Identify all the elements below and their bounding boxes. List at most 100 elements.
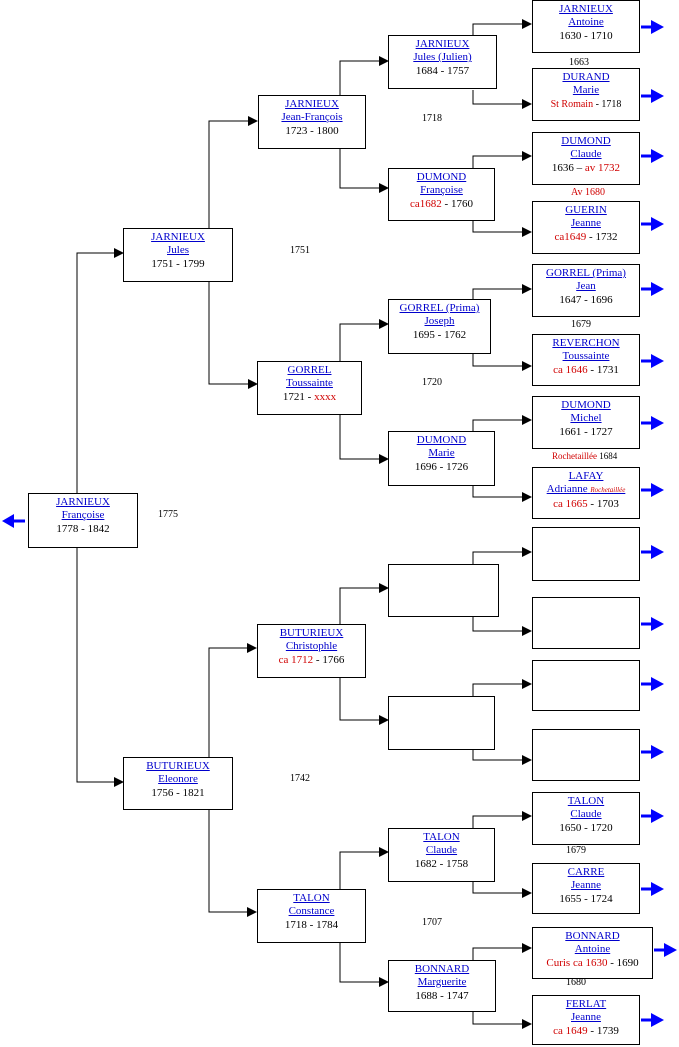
surname-link[interactable]: DUMOND [416,171,467,183]
surname-link[interactable]: DUMOND [561,399,611,411]
surname-link[interactable]: BUTURIEUX [146,760,210,772]
surname-link[interactable]: GORREL (Prima) [546,267,626,279]
person-box-grandparent[interactable]: TALON Constance 1718 - 1784 [257,889,366,943]
person-box-grandparent[interactable]: JARNIEUX Jean-François 1723 - 1800 [258,95,366,149]
surname-link[interactable]: BONNARD [565,930,620,942]
surname-link[interactable]: BUTURIEUX [279,627,344,639]
person-box-great-grandparent[interactable]: TALON Claude 1682 - 1758 [388,828,495,882]
empty-person-box[interactable] [388,564,499,617]
surname-link[interactable]: TALON [567,795,605,807]
right-arrow-icon[interactable] [641,1013,664,1027]
empty-person-box[interactable] [532,527,640,581]
surname-link[interactable]: FERLAT [565,998,607,1010]
given-name-link[interactable]: Jules [167,244,189,256]
right-arrow-icon[interactable] [641,416,664,430]
person-box-father[interactable]: JARNIEUX Jules 1751 - 1799 [123,228,233,282]
person-box-gen4[interactable]: GORREL (Prima) Jean 1647 - 1696 [532,264,640,317]
given-name-link[interactable]: Jules (Julien) [413,51,472,63]
given-name-link[interactable]: Jeanne [571,217,601,229]
right-arrow-icon[interactable] [641,20,664,34]
given-name-link[interactable]: Antoine [568,16,604,28]
right-arrow-icon[interactable] [641,282,664,296]
left-arrow-icon[interactable] [2,514,25,528]
surname-link[interactable]: GUERIN [565,204,607,216]
right-arrow-icon[interactable] [641,354,664,368]
given-name-link[interactable]: Jean [576,280,596,292]
life-dates: 1696 - 1726 [414,461,469,473]
person-box-gen4[interactable]: JARNIEUX Antoine 1630 - 1710 [532,0,640,53]
given-name-link[interactable]: Françoise [61,509,105,521]
given-name-link[interactable]: Marie [572,84,600,96]
person-box-gen4[interactable]: CARRE Jeanne 1655 - 1724 [532,863,640,914]
right-arrow-icon[interactable] [641,545,664,559]
right-arrow-icon[interactable] [641,617,664,631]
right-arrow-icon[interactable] [641,809,664,823]
person-box-gen4[interactable]: LAFAY Adrianne Rochetaillée ca 1665 - 17… [532,467,640,519]
surname-link[interactable]: DUMOND [416,434,467,446]
person-box-great-grandparent[interactable]: JARNIEUX Jules (Julien) 1684 - 1757 [388,35,497,89]
given-name-link[interactable]: Antoine [574,943,611,955]
given-name-link[interactable]: Adrianne Rochetaillée [546,483,626,495]
person-box-gen4[interactable]: DUMOND Michel 1661 - 1727 [532,396,640,449]
surname-link[interactable]: CARRE [567,866,605,878]
person-box-gen4[interactable]: GUERIN Jeanne ca1649 - 1732 [532,201,640,254]
surname-link[interactable]: DURAND [562,71,610,83]
right-arrow-icon[interactable] [654,943,677,957]
person-box-grandparent[interactable]: BUTURIEUX Christophle ca 1712 - 1766 [257,624,366,678]
empty-person-box[interactable] [532,729,640,781]
surname-link[interactable]: LAFAY [568,470,604,482]
given-name-link[interactable]: Jean-François [281,111,343,123]
person-box-gen4[interactable]: DUMOND Claude 1636 – av 1732 [532,132,640,185]
surname-link[interactable]: JARNIEUX [415,38,470,50]
right-arrow-icon[interactable] [641,745,664,759]
empty-person-box[interactable] [388,696,495,750]
given-name-link[interactable]: Michel [570,412,602,424]
surname-link[interactable]: BONNARD [414,963,470,975]
person-box-great-grandparent[interactable]: DUMOND Marie 1696 - 1726 [388,431,495,486]
given-name-link[interactable]: Christophle [285,640,338,652]
person-box-great-grandparent[interactable]: GORREL (Prima) Joseph 1695 - 1762 [388,299,491,354]
person-box-great-grandparent[interactable]: DUMOND Françoise ca1682 - 1760 [388,168,495,221]
right-arrow-icon[interactable] [641,882,664,896]
surname-link[interactable]: JARNIEUX [151,231,205,243]
right-arrow-icon[interactable] [641,483,664,497]
surname-link[interactable]: GORREL [287,364,332,376]
given-name-link[interactable]: Marie [428,447,455,459]
person-box-gen4[interactable]: BONNARD Antoine Curis ca 1630 - 1690 [532,927,653,979]
person-box-gen4[interactable]: FERLAT Jeanne ca 1649 - 1739 [532,995,640,1045]
surname-link[interactable]: DUMOND [561,135,611,147]
surname-link[interactable]: TALON [423,831,460,843]
person-box-gen4[interactable]: DURAND Marie St Romain - 1718 [532,68,640,121]
marriage-year: Rochetaillée 1684 [552,451,618,461]
given-name-link[interactable]: Constance [288,905,335,917]
surname-link[interactable]: TALON [293,892,330,904]
given-name-link[interactable]: Claude [570,808,602,820]
right-arrow-icon[interactable] [641,677,664,691]
right-arrow-icon[interactable] [641,89,664,103]
given-name-link[interactable]: Toussainte [562,350,610,362]
given-name-link[interactable]: Jeanne [571,879,601,891]
right-arrow-icon[interactable] [641,149,664,163]
surname-link[interactable]: REVERCHON [552,337,620,349]
right-arrow-icon[interactable] [641,217,664,231]
person-box-mother[interactable]: BUTURIEUX Eleonore 1756 - 1821 [123,757,233,810]
surname-link[interactable]: JARNIEUX [56,496,110,508]
given-name-link[interactable]: Joseph [424,315,455,327]
empty-person-box[interactable] [532,597,640,649]
person-box-grandparent[interactable]: GORREL Toussainte 1721 - xxxx [257,361,362,415]
person-box-gen4[interactable]: REVERCHON Toussainte ca 1646 - 1731 [532,334,640,386]
surname-link[interactable]: GORREL (Prima) [399,302,480,314]
given-name-link[interactable]: Claude [425,844,458,856]
surname-link[interactable]: JARNIEUX [285,98,339,110]
empty-person-box[interactable] [532,660,640,711]
person-box-root[interactable]: JARNIEUX Françoise 1778 - 1842 [28,493,138,548]
surname-link[interactable]: JARNIEUX [559,3,613,15]
given-name-link[interactable]: Jeanne [571,1011,601,1023]
given-name-link[interactable]: Eleonore [158,773,198,785]
given-name-link[interactable]: Marguerite [417,976,467,988]
given-name-link[interactable]: Françoise [420,184,463,196]
person-box-great-grandparent[interactable]: BONNARD Marguerite 1688 - 1747 [388,960,496,1012]
given-name-link[interactable]: Toussainte [286,377,333,389]
person-box-gen4[interactable]: TALON Claude 1650 - 1720 [532,792,640,845]
given-name-link[interactable]: Claude [570,148,602,160]
